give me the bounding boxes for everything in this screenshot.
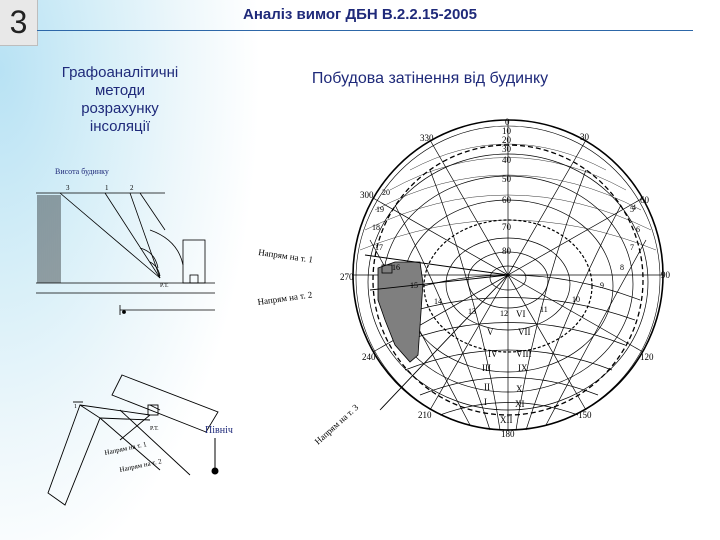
month-x: X [516,384,523,394]
hour-16: 16 [392,263,400,272]
hour-5: 5 [630,205,634,214]
hour-11: 11 [540,305,548,314]
hour-4: 4 [632,203,636,212]
plan-building-a [47,404,101,506]
month-v: V [487,327,494,337]
hour-13: 13 [468,307,476,316]
altitude-20: 20 [502,135,512,145]
top-mark-3: 3 [66,184,70,192]
azimuth-60: 60 [640,195,650,205]
month-iii: III [482,363,491,373]
azimuth-labels: 0 30 60 90 120 150 180 210 240 270 300 3… [340,117,671,439]
direction-2: Напрям на т. 2 [257,289,313,307]
altitude-80: 80 [502,246,512,256]
hour-15: 15 [410,281,418,290]
azimuth-210: 210 [418,410,432,420]
plan-building-b [111,374,219,433]
hour-9: 9 [600,281,604,290]
building-footprint [381,264,393,274]
hour-17: 17 [375,243,383,252]
header-title: Аналіз вимог ДБН В.2.2.15-2005 [242,6,477,23]
hour-10: 10 [572,295,580,304]
hour-19: 19 [376,205,384,214]
month-labels: XII I XI II X III IX IV VIII V VII VI [482,309,532,425]
rt-label-upper: Р.Т. [160,283,169,289]
left-title-line-3: розрахунку [81,100,159,117]
altitude-50: 50 [502,174,512,184]
azimuth-150: 150 [578,410,592,420]
month-viii: VIII [516,349,532,359]
month-ii: II [484,382,490,392]
left-title-line-2: методи [94,82,145,99]
header-divider [37,30,693,31]
direction-1: Напрям на т. 1 [258,247,314,265]
top-mark-1: 1 [105,184,109,192]
month-i: I [484,397,487,407]
rt-label-lower: Р.Т. [150,426,159,432]
altitude-10: 10 [502,126,512,136]
month-vi: VI [516,309,526,319]
hour-18: 18 [372,223,380,232]
altitude-labels: 10 20 30 40 50 60 70 80 [502,126,512,256]
hour-7: 7 [630,243,634,252]
shadow-area [377,261,424,363]
hour-20: 20 [382,188,390,197]
azimuth-30: 30 [580,132,590,142]
hour-12: 12 [500,309,508,318]
left-title-line-1: Графоаналітичні [61,64,179,81]
slide-number: 3 [0,0,38,46]
north-label: Північ [205,425,233,436]
building-height-label: Висота будинку [55,167,109,176]
top-mark-2: 2 [130,184,134,192]
azimuth-90: 90 [661,270,671,280]
direction-rays [364,254,509,411]
month-xii: XII [500,415,513,425]
left-panel-title: Графоаналітичні методи розрахунку інсоля… [30,64,210,136]
azimuth-270: 270 [340,272,354,282]
hour-8: 8 [620,263,624,272]
hour-14: 14 [434,297,442,306]
hour-6: 6 [636,225,640,234]
right-panel-title: Побудова затінення від будинку [311,70,549,87]
altitude-30: 30 [502,144,512,154]
building-section-drawing [36,192,215,315]
altitude-70: 70 [502,222,512,232]
altitude-40: 40 [502,155,512,165]
azimuth-240: 240 [362,352,376,362]
month-ix: IX [518,363,528,373]
altitude-60: 60 [502,195,512,205]
building-hatch [37,195,61,283]
month-xi: XI [515,399,525,409]
azimuth-330: 330 [420,133,434,143]
azimuth-180: 180 [501,429,515,439]
hour-labels: 4 5 6 7 8 9 10 11 12 13 14 15 16 17 18 1… [372,188,640,318]
direction-3: Напрям на т. 3 [313,402,361,447]
month-iv: IV [488,349,498,359]
left-title-line-4: інсоляції [89,118,151,135]
plan-view-drawing [47,374,219,506]
azimuth-300: 300 [360,190,374,200]
plan-direction-1: Напрям на т. 1 [104,440,148,457]
north-arrow-icon [211,438,219,475]
sun-path-globe [352,119,664,431]
month-vii: VII [518,327,531,337]
azimuth-120: 120 [640,352,654,362]
azimuth-0: 0 [505,117,510,127]
plan-direction-2: Напрям на т. 2 [119,457,163,474]
plan-direction-labels: Напрям на т. 1 Напрям на т. 2 [104,440,163,474]
plan-mark-1: 1 [74,404,77,410]
